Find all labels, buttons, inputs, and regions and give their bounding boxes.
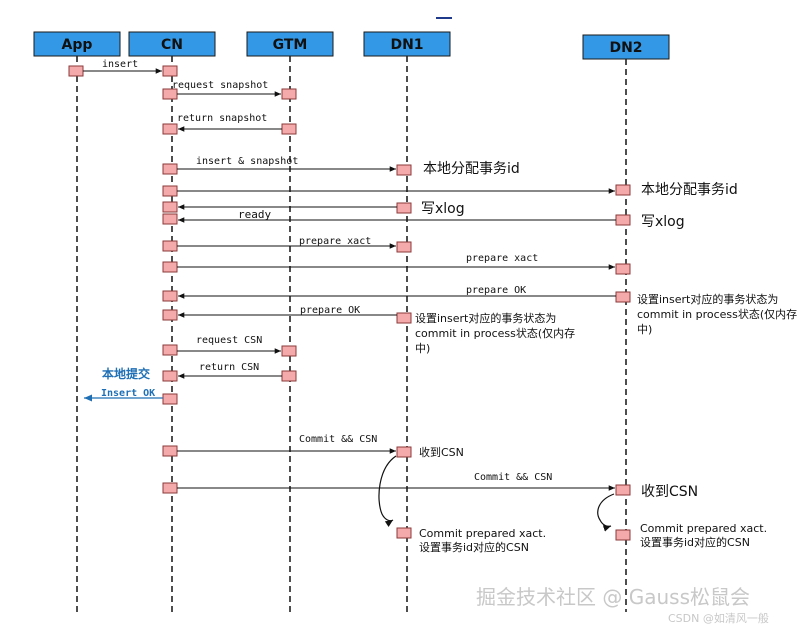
activation-box [162,123,178,135]
participant-label-gtm: GTM [273,37,308,53]
activation-box [396,446,412,458]
activation-box [615,214,631,226]
message-return-snapshot: return snapshot [177,113,282,132]
message-label: insert & snapshot [196,156,298,167]
activation-box [281,370,297,382]
message-label: prepare xact [466,253,538,264]
note-line: commit in process状态(仅内存 [637,307,797,321]
activation-box [162,445,178,457]
activation-box [162,393,178,405]
note-line: Commit prepared xact. [640,522,767,535]
note-line: 中) [637,323,652,336]
activation-box [68,65,84,77]
message-request-snapshot: request snapshot [172,80,281,97]
participant-label-dn2: DN2 [609,40,642,56]
activation-box [162,163,178,175]
note-dn2-xlog: 写xlog [641,214,685,230]
activation-box [396,202,412,214]
note-dn1-xlog: 写xlog [421,201,465,217]
note-dn2-commit-prepared: Commit prepared xact. 设置事务id对应的CSN [640,522,767,549]
message-return-csn: return CSN [178,362,282,379]
message-label: prepare OK [300,305,360,316]
activation-box [162,370,178,382]
activation-box [162,309,178,321]
participant-dn1: DN1 [363,31,451,57]
activation-box [615,529,631,541]
message-prepare-xact-dn2: prepare xact [177,253,615,270]
note-dn1-commit-prepared: Commit prepared xact. 设置事务id对应的CSN [419,527,546,554]
activation-box [615,291,631,303]
note-dn1-state: 设置insert对应的事务状态为 commit in process状态(仅内存… [415,311,575,355]
activation-box [615,484,631,496]
message-prepare-ok-dn1: prepare OK [178,305,397,318]
message-label: request CSN [196,335,262,346]
participant-cn: CN [128,31,216,57]
note-line: 设置insert对应的事务状态为 [637,292,778,306]
activation-box [162,201,178,213]
message-commit-csn-dn1: Commit && CSN [177,434,396,454]
participant-app: App [33,31,121,57]
message-commit-csn-dn2: Commit && CSN [177,472,615,491]
activation-box [396,527,412,539]
message-label: prepare xact [299,236,371,247]
activation-box [281,123,297,135]
note-line: Commit prepared xact. [419,527,546,540]
note-line: 中) [415,342,430,355]
note-local-commit: 本地提交 [102,366,150,381]
activation-box [396,312,412,324]
message-label: Insert OK [101,388,155,399]
message-label: ready [238,208,271,221]
activation-box [162,290,178,302]
message-prepare-xact-dn1: prepare xact [177,236,396,249]
message-label: return snapshot [177,113,267,124]
message-label: Commit && CSN [299,434,377,445]
activation-box [281,345,297,357]
activation-box [162,261,178,273]
activation-box [615,263,631,275]
self-call-dn2-commit [597,493,615,532]
note-dn2-alloc-txid: 本地分配事务id [641,182,738,198]
note-dn1-alloc-txid: 本地分配事务id [423,161,520,177]
message-label: insert [102,59,138,70]
note-line: 设置事务id对应的CSN [640,535,750,549]
participant-label-cn: CN [161,37,183,53]
activation-box [162,240,178,252]
participant-dn2: DN2 [582,34,670,60]
message-dn2-ready: ready [178,208,616,223]
activation-box [162,65,178,77]
note-dn2-recv-csn: 收到CSN [641,484,698,500]
activation-box [162,213,178,225]
watermark-sub: CSDN @如清风一般 [668,611,769,625]
message-label: prepare OK [466,285,526,296]
activation-box [281,88,297,100]
message-insert-snapshot: insert & snapshot [177,156,396,172]
activation-boxes [68,65,631,541]
activation-box [162,344,178,356]
message-prepare-ok-dn2: prepare OK [178,285,616,299]
note-line: 设置事务id对应的CSN [419,540,529,554]
self-call-dn1-commit [378,455,397,527]
message-label: Commit && CSN [474,472,552,483]
participant-label-dn1: DN1 [390,37,423,53]
activation-box [162,185,178,197]
note-dn2-state: 设置insert对应的事务状态为 commit in process状态(仅内存… [637,292,797,336]
participant-gtm: GTM [246,31,334,57]
note-line: commit in process状态(仅内存 [415,326,575,340]
message-label: return CSN [199,362,259,373]
note-line: 设置insert对应的事务状态为 [415,311,556,325]
message-label: request snapshot [172,80,268,91]
activation-box [396,241,412,253]
message-insert: insert [83,59,162,74]
activation-box [615,184,631,196]
activation-box [396,164,412,176]
activation-box [162,482,178,494]
note-dn1-recv-csn: 收到CSN [419,445,464,459]
watermark-main: 掘金技术社区 @ Gauss松鼠会 [476,585,750,609]
message-insert-ok: Insert OK [84,388,163,402]
message-request-csn: request CSN [177,335,281,354]
participant-label-app: App [62,37,93,53]
